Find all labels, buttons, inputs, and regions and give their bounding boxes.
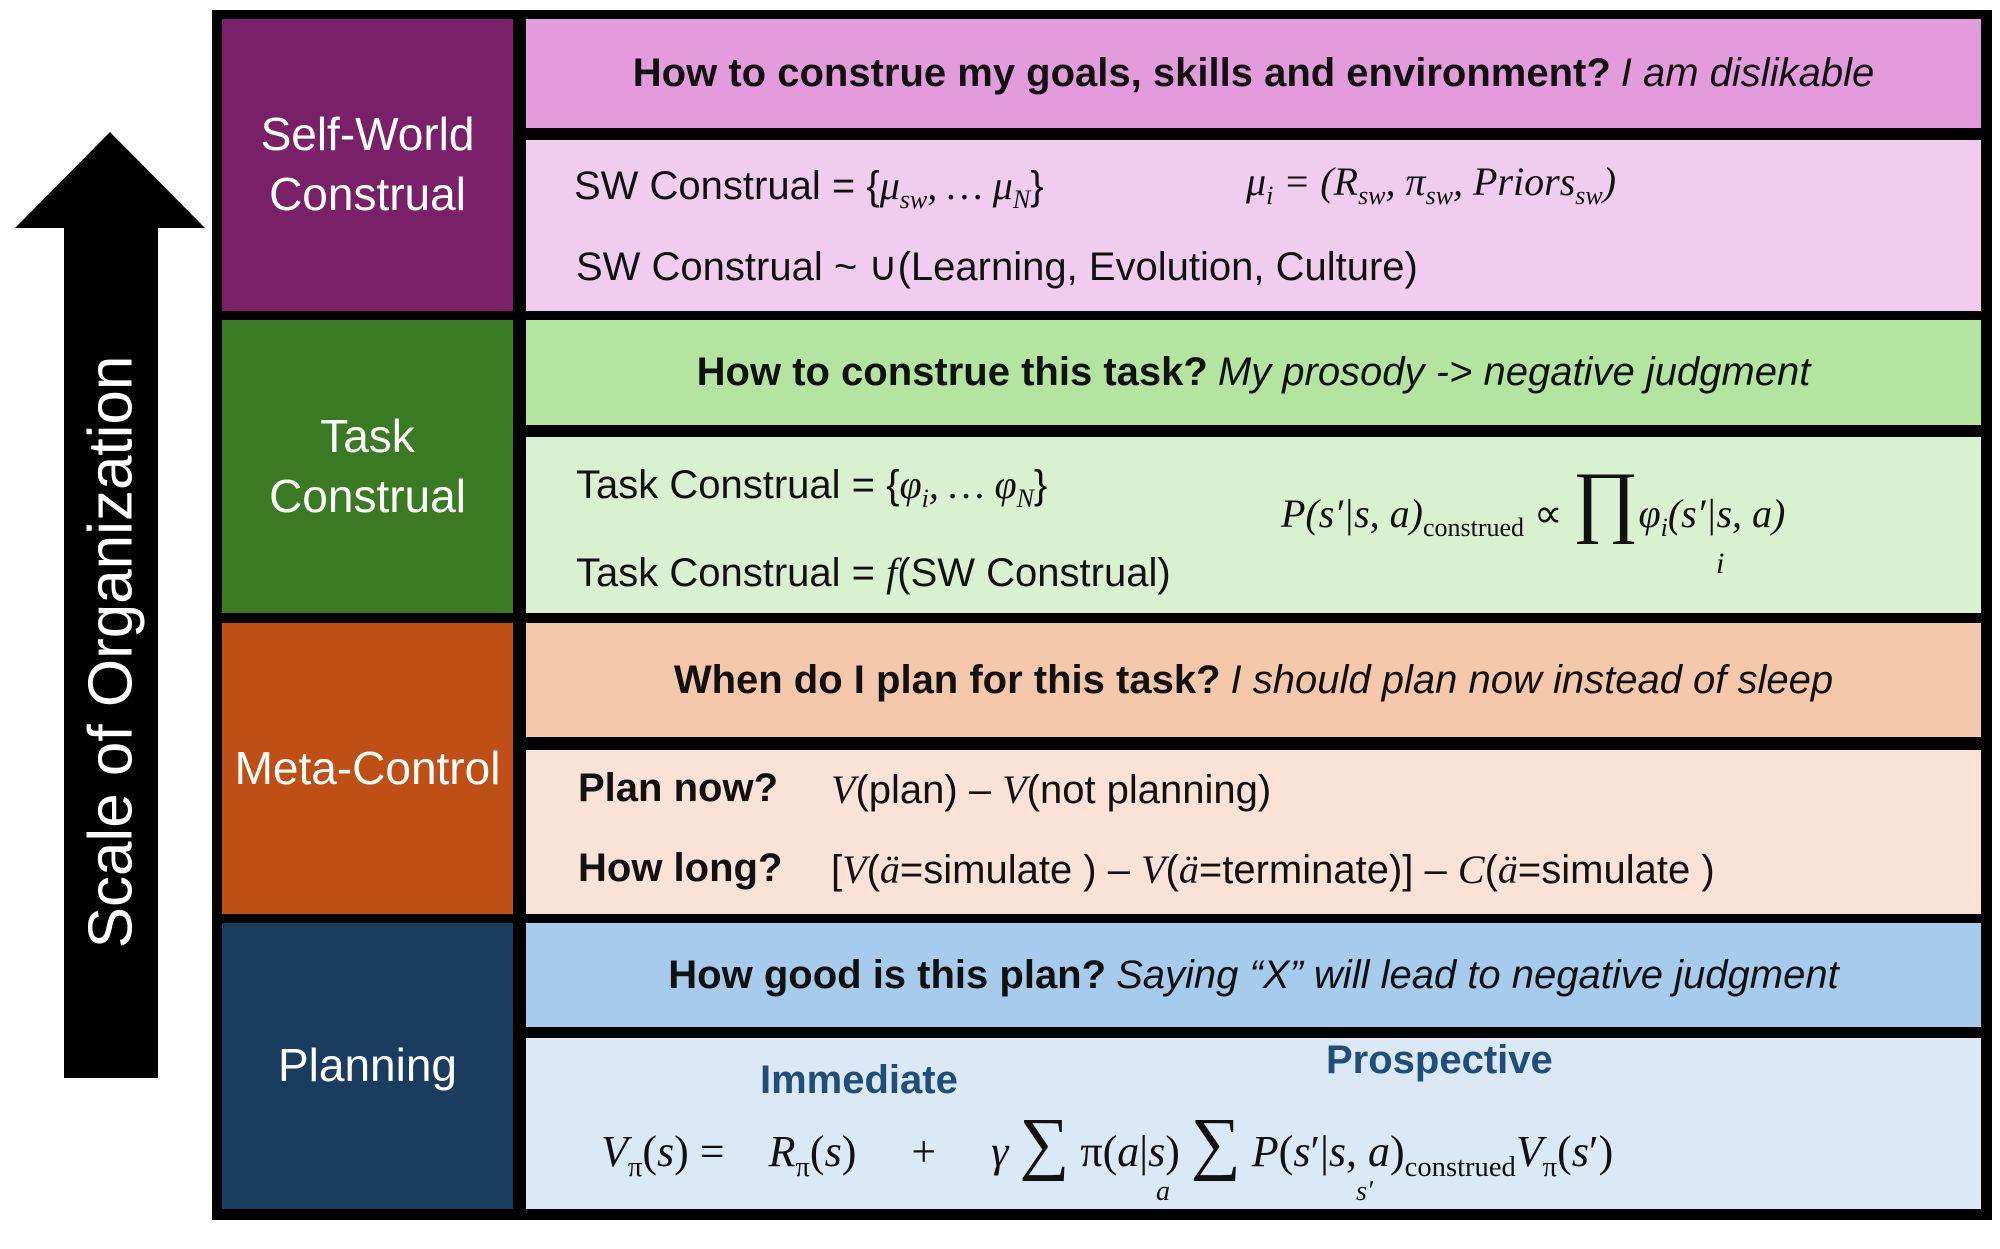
immediate-label: Immediate bbox=[760, 1058, 958, 1102]
body-self-world: SW Construal = {μsw, … μN} μi = (Rsw, πs… bbox=[526, 140, 1981, 311]
label-meta-control: Meta-Control bbox=[222, 623, 513, 914]
example: I am dislikable bbox=[1620, 51, 1875, 95]
task-construal-set: Task Construal = {φi, … φN} bbox=[576, 462, 1048, 513]
arrow-head-icon bbox=[15, 132, 205, 228]
sum-index-a: a bbox=[1156, 1176, 1170, 1207]
example: Saying “X” will lead to negative judgmen… bbox=[1116, 952, 1839, 997]
question: How to construe this task? bbox=[696, 350, 1208, 394]
question: When do I plan for this task? bbox=[673, 657, 1221, 702]
sw-construal-set: SW Construal = {μsw, … μN} bbox=[574, 163, 1044, 214]
header-meta: When do I plan for this task?I should pl… bbox=[526, 623, 1981, 737]
sum-index-s-prime: s′ bbox=[1356, 1176, 1374, 1207]
prospective-label: Prospective bbox=[1326, 1038, 1553, 1082]
construed-transition: P(s′|s, a)construed ∝ ∏φi(s′|s, a) bbox=[1281, 457, 1786, 545]
body-planning: Immediate Prospective Vπ(s) = Rπ(s) + γ … bbox=[526, 1038, 1981, 1209]
header-planning: How good is this plan?Saying “X” will le… bbox=[526, 923, 1981, 1027]
how-long-label: How long? bbox=[578, 846, 783, 890]
how-long-equation: [V(ä=simulate ) – V(ä=terminate)] – C(ä=… bbox=[831, 847, 1715, 892]
question: How good is this plan? bbox=[668, 952, 1107, 997]
product-index: i bbox=[1716, 547, 1725, 580]
example: I should plan now instead of sleep bbox=[1230, 657, 1834, 702]
label-task-construal: Task Construal bbox=[222, 320, 513, 613]
value-equation: Vπ(s) = Rπ(s) + γ ∑ π(a|s) ∑ P(s′|s, a)c… bbox=[601, 1105, 1614, 1183]
question: How to construe my goals, skills and env… bbox=[632, 51, 1611, 95]
plan-now-label: Plan now? bbox=[578, 766, 778, 810]
sw-construal-sources: SW Construal ~ ∪(Learning, Evolution, Cu… bbox=[576, 245, 1418, 289]
scale-arrow bbox=[64, 226, 158, 1078]
mu-definition: μi = (Rsw, πsw, Priorssw) bbox=[1246, 159, 1617, 210]
task-construal-function: Task Construal = f(SW Construal) bbox=[576, 550, 1171, 595]
body-meta: Plan now? V(plan) – V(not planning) How … bbox=[526, 750, 1981, 914]
example: My prosody -> negative judgment bbox=[1217, 350, 1811, 394]
label-planning: Planning bbox=[222, 923, 513, 1209]
axis-label: Scale of Organization bbox=[76, 355, 146, 949]
label-self-world: Self-World Construal bbox=[222, 19, 513, 311]
header-task: How to construe this task?My prosody -> … bbox=[526, 320, 1981, 425]
body-task: Task Construal = {φi, … φN} P(s′|s, a)co… bbox=[526, 437, 1981, 613]
plan-now-equation: V(plan) – V(not planning) bbox=[831, 767, 1272, 812]
header-self-world: How to construe my goals, skills and env… bbox=[526, 19, 1981, 128]
